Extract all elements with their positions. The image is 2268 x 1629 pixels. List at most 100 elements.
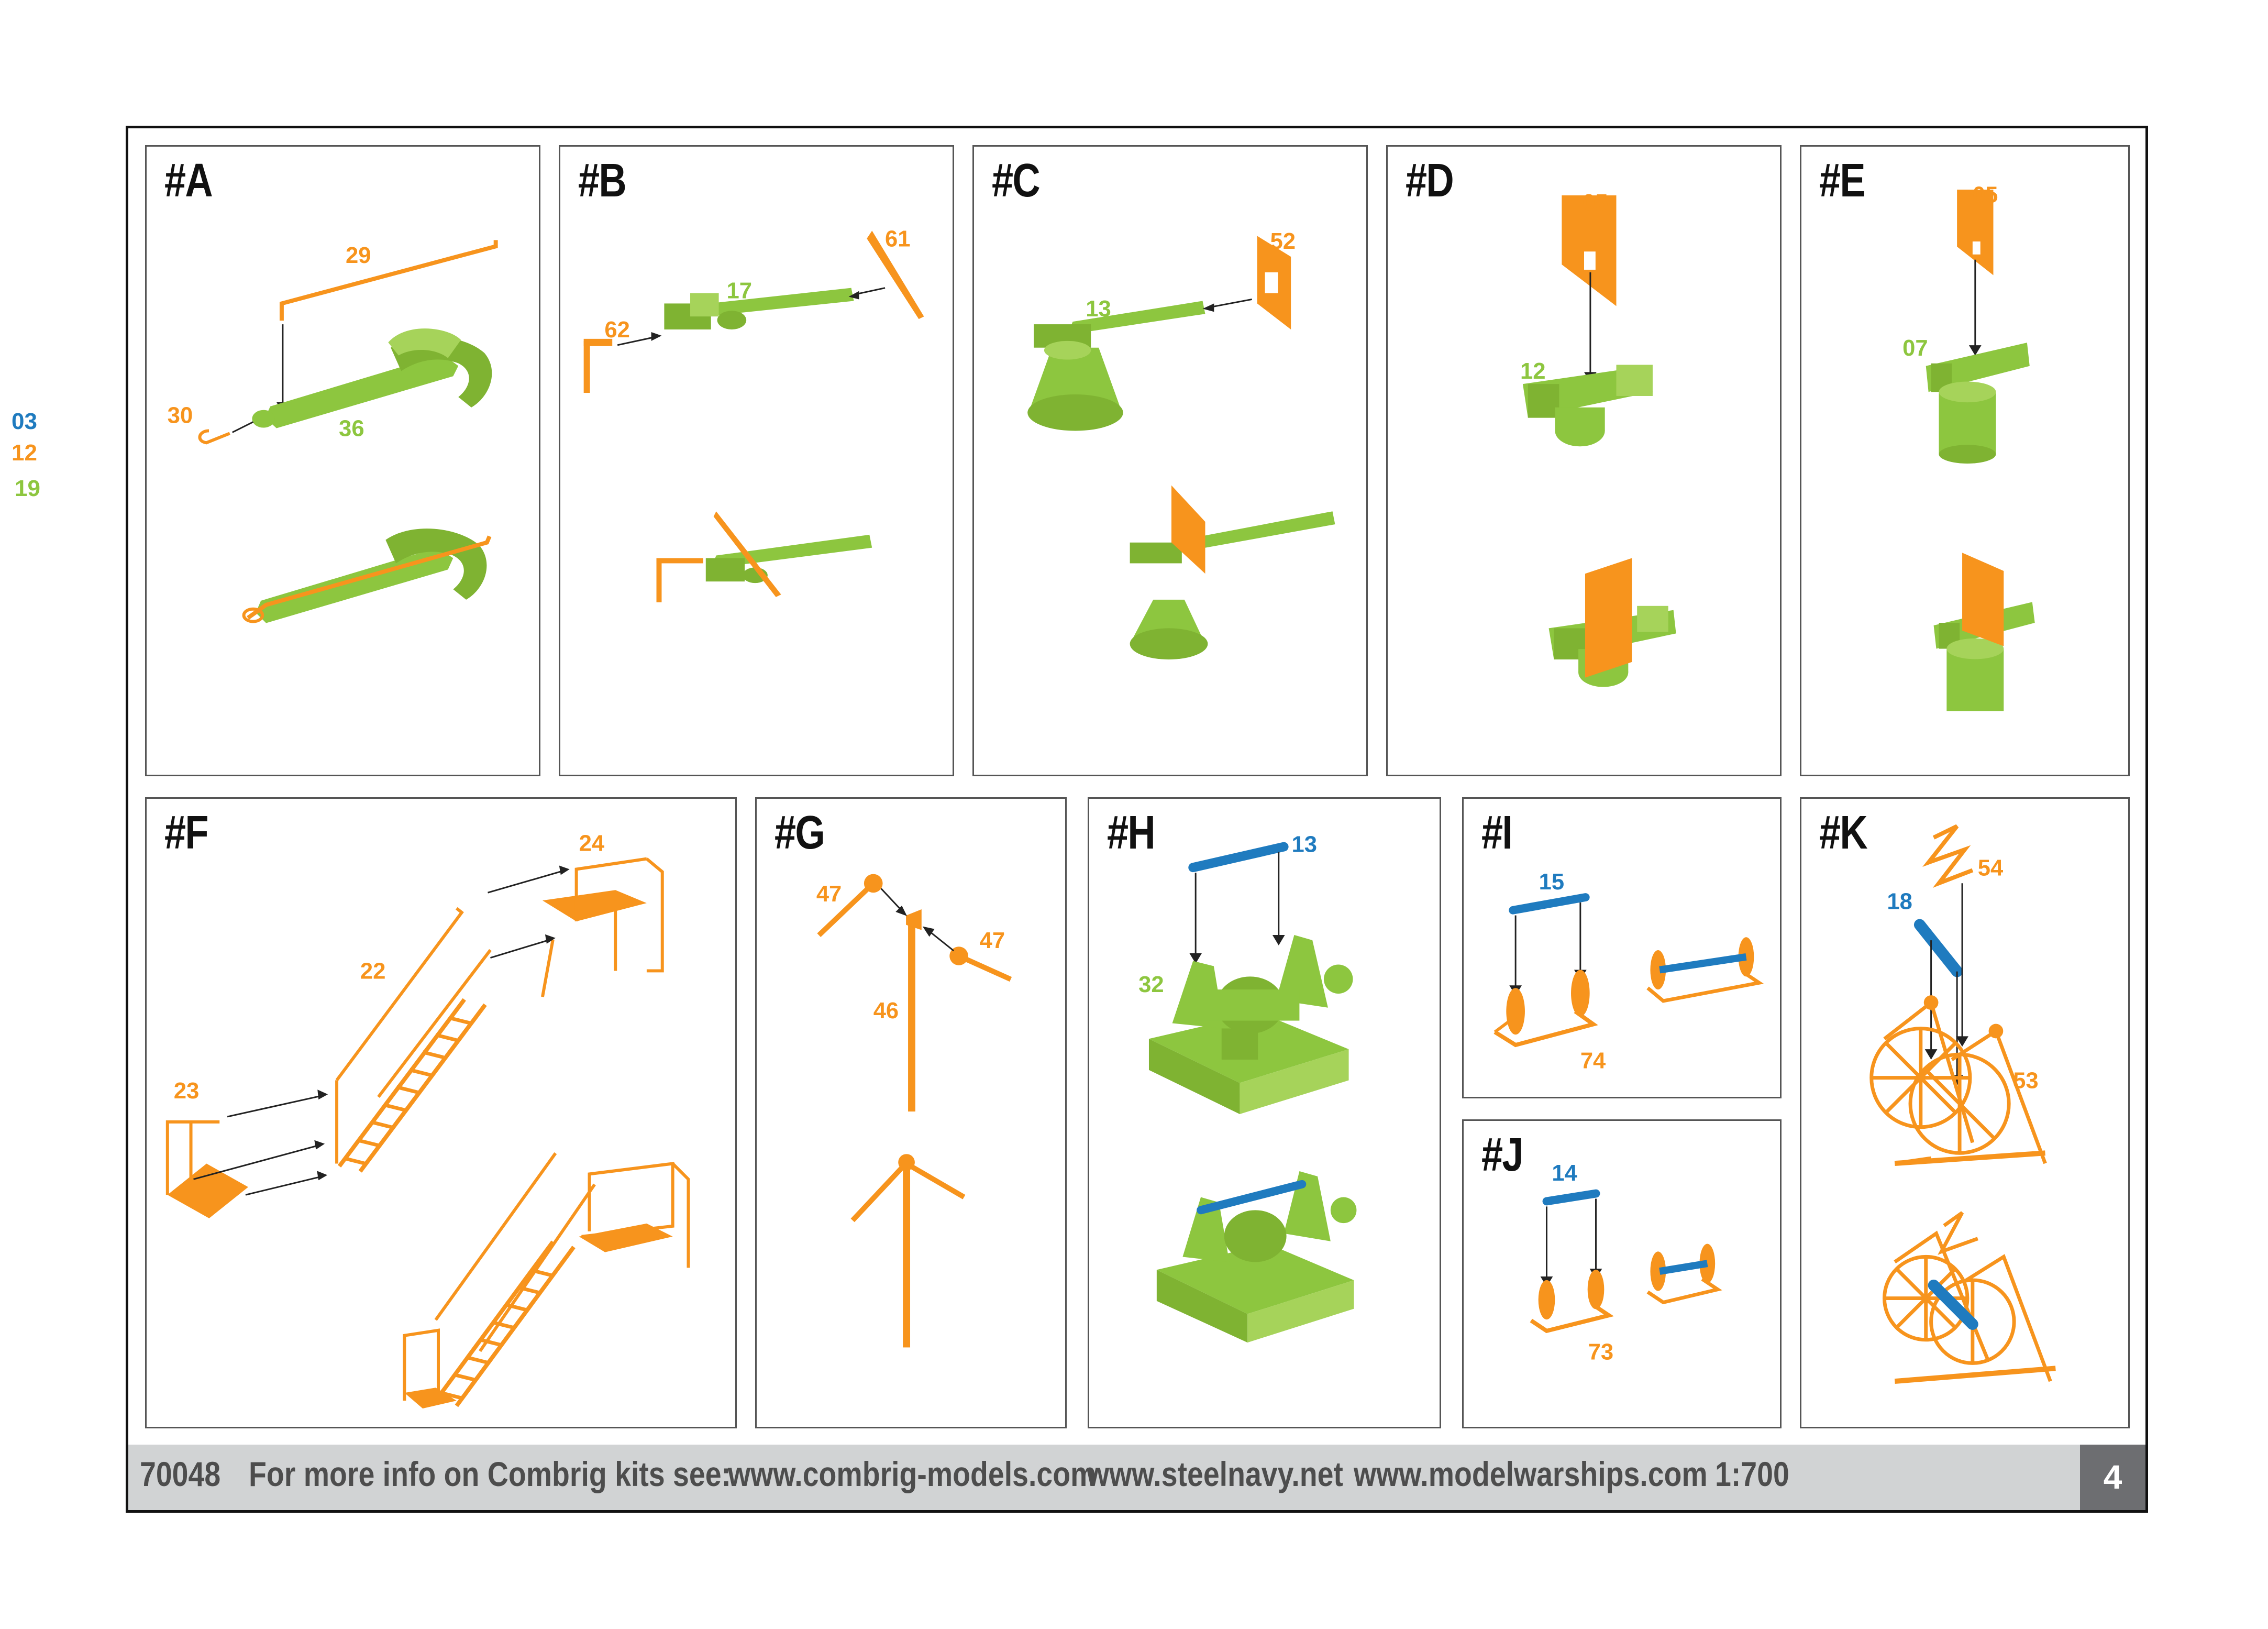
part-label: 54 <box>1978 855 2003 880</box>
panel-g: #G 47 47 <box>755 797 1067 1428</box>
panel-title: #F <box>164 807 208 859</box>
kit-number: 70048 <box>140 1455 221 1493</box>
footer-link-combrig[interactable]: www.combrig-models.com <box>728 1455 1097 1493</box>
part-label: 74 <box>1580 1049 1606 1074</box>
panel-a-drawing: 29 30 36 <box>168 240 498 623</box>
rail-part-29 <box>279 240 498 321</box>
anchor-part-36 <box>252 328 492 428</box>
panel-h-drawing: 13 32 <box>1138 832 1357 1343</box>
part-label: 47 <box>980 928 1005 953</box>
panel-e-drawing: 05 07 <box>1902 183 2035 711</box>
panel-a: #A 29 30 36 <box>145 145 540 776</box>
part-label: 36 <box>339 415 364 441</box>
part-label: 47 <box>816 882 842 907</box>
footer-link-steelnavy[interactable]: www.steelnavy.net <box>1087 1455 1343 1493</box>
panel-j: #J 14 73 <box>1462 1119 1782 1428</box>
page-frame <box>126 126 2148 1513</box>
panel-title: #B <box>578 155 627 207</box>
footer-scale: 1:700 <box>1715 1455 1789 1493</box>
panel-title: #K <box>1819 807 1868 859</box>
part-label: 29 <box>346 243 371 268</box>
crank-part-54 <box>1922 824 1974 888</box>
panel-title: #J <box>1481 1129 1523 1181</box>
panel-title: #A <box>164 155 213 207</box>
panel-h: #H <box>1088 797 1441 1428</box>
platform-part-24 <box>541 857 664 997</box>
part-label: 23 <box>174 1078 200 1104</box>
panel-title: #H <box>1107 807 1156 859</box>
part-label: 46 <box>873 998 899 1023</box>
panel-title: #I <box>1481 807 1513 859</box>
reel-frame-part-73 <box>1530 1270 1614 1334</box>
part-label: 61 <box>885 226 911 251</box>
footer-info: For more info on Combrig kits see: <box>249 1455 732 1493</box>
footer-bar: 70048 For more info on Combrig kits see:… <box>128 1445 2145 1510</box>
shield-part-61 <box>867 230 924 320</box>
part-label: 32 <box>1138 972 1164 997</box>
gun-part-13 <box>1027 301 1205 431</box>
part-label: 17 <box>726 278 752 303</box>
ladder-assembled <box>403 1152 690 1407</box>
part-label: 53 <box>2013 1068 2038 1093</box>
part-label: 14 <box>1552 1161 1577 1186</box>
part-label: 13 <box>1086 296 1111 322</box>
panel-b-drawing: 61 17 62 <box>583 226 924 602</box>
mount-part-07 <box>1926 343 2030 464</box>
panel-k: #K <box>1800 797 2130 1428</box>
part-label: 52 <box>1270 228 1296 254</box>
shaft-part-14 <box>1542 1189 1600 1206</box>
reel-assembled <box>1883 1211 2056 1384</box>
shaft-part-13 <box>1188 842 1289 873</box>
shield-part-05 <box>1562 195 1617 306</box>
reel-frame-part-74 <box>1493 970 1598 1048</box>
mount-assembled <box>1933 553 2035 711</box>
panel-i: #I 15 74 <box>1462 797 1782 1098</box>
winch-assembled <box>1156 1171 1357 1343</box>
part-label: 18 <box>1887 889 1912 915</box>
mount-assembled <box>1548 558 1676 687</box>
panel-b: #B 6 <box>559 145 954 776</box>
platform-part-23 <box>165 1120 248 1218</box>
panel-c: #C 52 13 <box>972 145 1368 776</box>
part-label: 30 <box>168 403 193 428</box>
pole-part-46 <box>906 909 922 1112</box>
footer-link-modelwarships[interactable]: www.modelwarships.com <box>1354 1455 1708 1493</box>
part-label: 12 <box>1520 358 1546 384</box>
gun-assembled <box>656 511 872 602</box>
part-label: 73 <box>1588 1339 1613 1364</box>
handle-part-62 <box>583 338 613 393</box>
winch-part-32 <box>1148 935 1353 1114</box>
arm-part-47-left <box>817 874 883 938</box>
panel-k-drawing: 54 18 53 <box>1869 824 2056 1384</box>
panel-f-drawing: 24 22 23 <box>165 831 690 1408</box>
legend-code-orange: 12 <box>12 440 37 466</box>
part-label: 05 <box>1583 190 1608 215</box>
panel-title: #E <box>1819 155 1866 207</box>
panel-j-drawing: 14 73 <box>1530 1161 1722 1364</box>
panel-d-drawing: 05 12 <box>1520 190 1676 687</box>
shackle-part-30 <box>198 429 230 445</box>
reel-frame-part-53 <box>1869 999 2047 1166</box>
part-label: 15 <box>1539 869 1564 895</box>
shield-part-05 <box>1957 189 1994 276</box>
panel-i-drawing: 15 74 <box>1493 869 1764 1074</box>
panel-c-drawing: 52 13 <box>1027 228 1335 659</box>
pole-assembled <box>850 1154 966 1348</box>
part-label: 05 <box>1973 183 1998 208</box>
part-label: 13 <box>1292 832 1318 857</box>
part-label: 62 <box>604 317 630 343</box>
panel-e: #E 05 07 <box>1800 145 2130 776</box>
panel-title: #C <box>992 155 1041 207</box>
reel-assembled <box>1646 937 1764 1003</box>
panel-f: #F <box>145 797 737 1428</box>
legend-code-blue: 03 <box>12 409 37 434</box>
panel-g-drawing: 47 47 46 <box>816 874 1012 1348</box>
drum-part-18 <box>1913 919 1963 977</box>
page-number: 4 <box>2080 1445 2145 1510</box>
reel-assembled <box>1646 1243 1722 1305</box>
mount-part-12 <box>1522 365 1653 447</box>
ladder-part-22 <box>335 907 492 1173</box>
panel-title: #G <box>775 807 825 859</box>
gun-assembled <box>1130 485 1335 659</box>
